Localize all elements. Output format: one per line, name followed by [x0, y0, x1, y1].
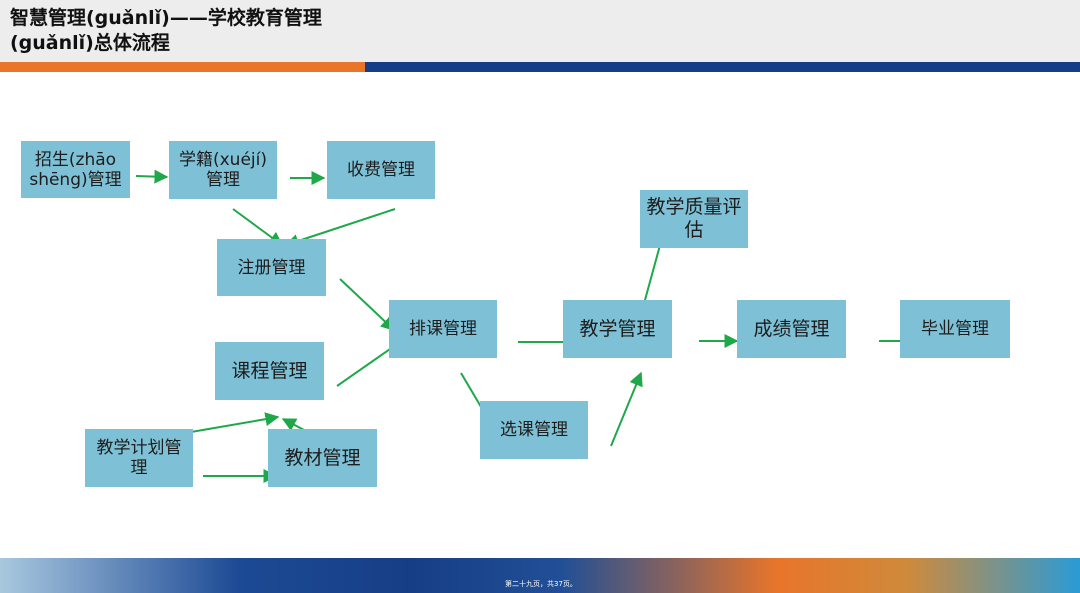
arrow-xuanke-to-jiaoxue	[610, 371, 643, 447]
title-line-2: (guǎnlǐ)总体流程	[10, 32, 170, 54]
footer-gradient-bar	[0, 558, 1080, 593]
title-line-1: 智慧管理(guǎnlǐ)——学校教育管理	[10, 7, 322, 29]
node-graduation: 毕业管理	[900, 300, 1010, 358]
node-textbooks: 教材管理	[268, 429, 377, 487]
node-student-records: 学籍(xuéjí)管理	[169, 141, 277, 199]
header-orange-bar	[0, 62, 365, 72]
node-fees: 收费管理	[327, 141, 435, 199]
node-courses: 课程管理	[215, 342, 324, 400]
node-scheduling: 排课管理	[389, 300, 497, 358]
node-enrollment: 招生(zhāo shēng)管理	[21, 141, 130, 198]
page-number: 第二十九页，共37页。	[505, 580, 577, 588]
node-course-selection: 选课管理	[480, 401, 588, 459]
slide-title: 智慧管理(guǎnlǐ)——学校教育管理 (guǎnlǐ)总体流程	[10, 6, 530, 56]
node-quality-evaluation: 教学质量评估	[640, 190, 748, 248]
node-grades: 成绩管理	[737, 300, 846, 358]
node-registration: 注册管理	[217, 239, 326, 296]
header-blue-bar	[365, 62, 1080, 72]
node-teaching: 教学管理	[563, 300, 672, 358]
slide-header: 智慧管理(guǎnlǐ)——学校教育管理 (guǎnlǐ)总体流程	[0, 0, 1080, 62]
node-teaching-plan: 教学计划管理	[85, 429, 193, 487]
arrow-zhaosheng-to-xueji	[135, 169, 169, 184]
arrow-zhuce-to-paike	[339, 278, 396, 331]
